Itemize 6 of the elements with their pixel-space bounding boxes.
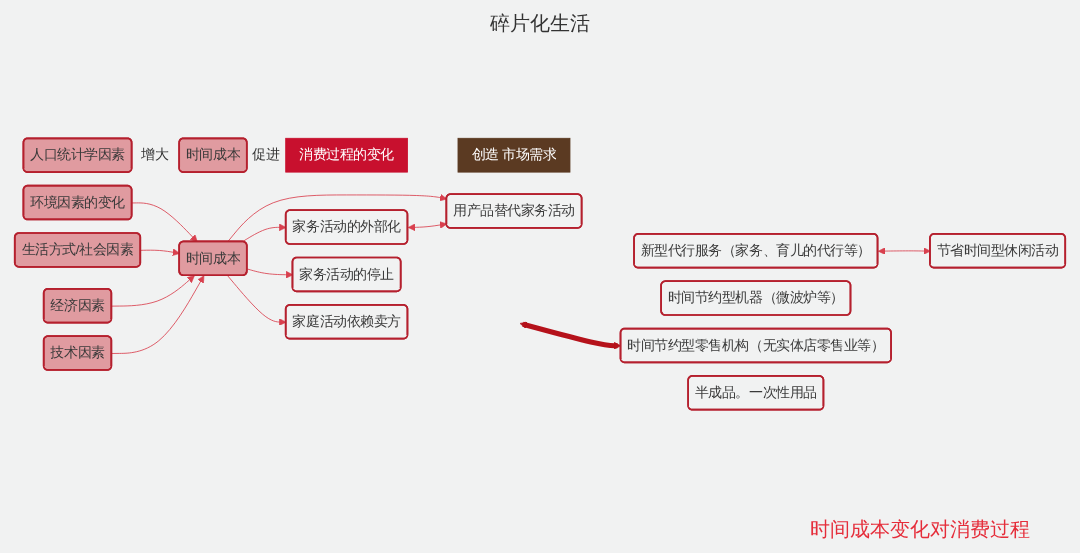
diagram-title: 碎片化生活 [489, 11, 591, 36]
node-box: 创造 市场需求 [457, 137, 571, 173]
node-box: 消费过程的变化 [285, 137, 408, 173]
relation-text: 促进 [252, 146, 281, 165]
caption-text: 时间成本变化对消费过程 [810, 517, 1030, 542]
relation-text: 增大 [141, 146, 170, 165]
